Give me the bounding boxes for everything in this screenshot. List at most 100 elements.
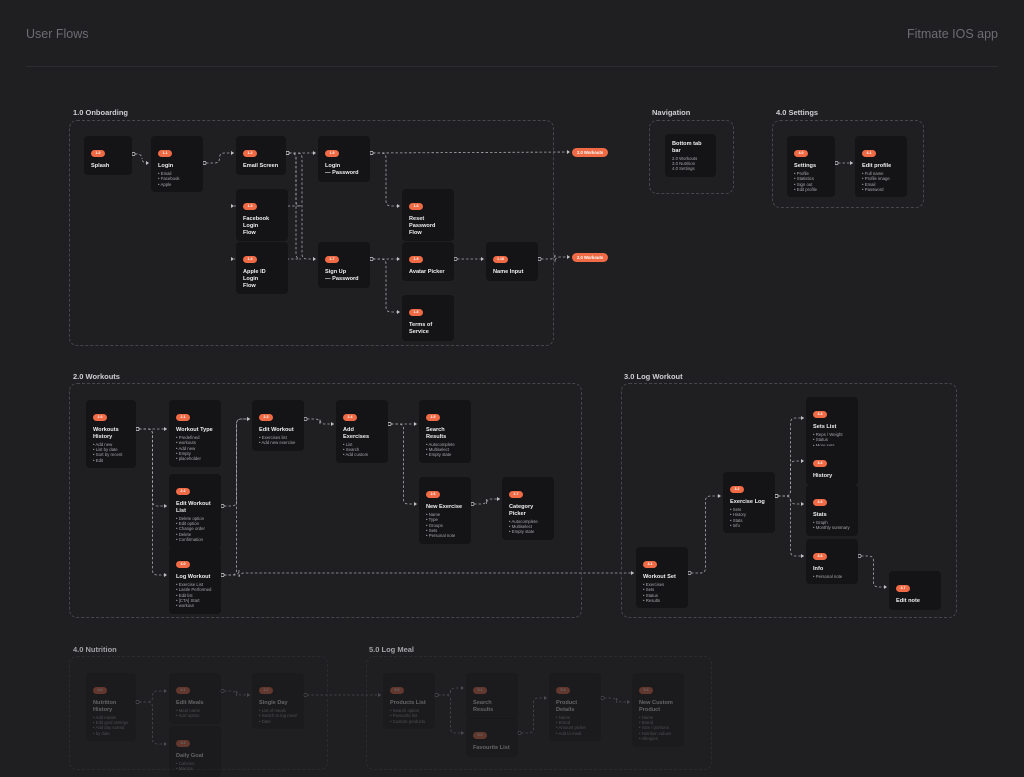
screen-title: Workout Set bbox=[643, 574, 676, 580]
screen-title: Login bbox=[158, 163, 174, 169]
screen-number-badge: 5.0 bbox=[390, 687, 404, 694]
screen-item: 3.0 Nutrition bbox=[672, 161, 696, 166]
screen-number-badge: 3.6 bbox=[813, 553, 827, 560]
link-pill-workouts[interactable]: 2.0 Workouts bbox=[572, 253, 609, 262]
screen-items: • Full name• Profile image• Email• Passw… bbox=[862, 171, 900, 193]
screen-items: • Add meals• Edit goal settings• Add day… bbox=[93, 715, 129, 737]
screen-items: • List of meals• Switch to log meal• Dat… bbox=[259, 708, 297, 724]
link-pill-workouts[interactable]: 2.0 Workouts bbox=[572, 148, 609, 157]
screen-item: • workouts bbox=[176, 440, 196, 446]
screen-title: Search Results bbox=[473, 700, 494, 713]
screen-item: • List of meals bbox=[259, 707, 286, 713]
screen-title: Nutrition History bbox=[93, 700, 117, 713]
screen-number-badge: 1.10 bbox=[493, 256, 508, 263]
screen-items: • Exercises• Sets• Status• Results bbox=[643, 582, 681, 604]
screen-number-badge: 2.7 bbox=[509, 491, 523, 498]
screen-item: • Name bbox=[639, 714, 654, 720]
screen-title: Stats bbox=[813, 512, 827, 518]
screen-number-badge: 3.2 bbox=[730, 486, 744, 493]
screen-number-badge: 2.3 bbox=[259, 414, 273, 421]
screen-item: • Empty state bbox=[509, 529, 535, 535]
screen-number-badge: 1.6 bbox=[409, 203, 423, 210]
screen-title: Sign Up — Password bbox=[325, 269, 359, 282]
screen-item: • Multiselect bbox=[509, 524, 532, 529]
screen-number-badge: 2.1 bbox=[176, 414, 190, 421]
screen-item: • Delete bbox=[176, 531, 192, 537]
arrowhead bbox=[567, 150, 570, 154]
screen-item: • Delete option bbox=[176, 515, 205, 521]
screen-title: Bottom tab bar bbox=[672, 141, 702, 154]
screen-title: Workouts History bbox=[93, 427, 119, 440]
screen-number-badge: 3.5 bbox=[813, 499, 827, 506]
screen-number-badge: 5.4 bbox=[639, 687, 653, 694]
screen-number-badge: 3.4 bbox=[813, 460, 827, 467]
screen-item: • List bbox=[343, 441, 353, 447]
screen-item: • Autocomplete bbox=[509, 518, 538, 524]
screen-item: • Sets bbox=[426, 528, 438, 534]
screen-number-badge: 1.3 bbox=[243, 203, 257, 210]
screen-items: • Delete option• Edit option• Change ord… bbox=[176, 516, 214, 543]
screen-item: • Sort by recent bbox=[93, 452, 123, 458]
screen-title: Edit profile bbox=[862, 163, 892, 169]
screen-number-badge: 4.1 bbox=[176, 687, 190, 694]
screen-item: • Confirmation bbox=[176, 537, 204, 543]
screen-title: Category Picker bbox=[509, 504, 534, 517]
screen-items: • Exercises list• Add new exercise bbox=[259, 435, 297, 446]
screen-item: • Brand bbox=[639, 720, 654, 725]
screen-item: • Statistics bbox=[794, 176, 814, 182]
screen-item: • Full name bbox=[862, 170, 884, 176]
screen-item: • Name bbox=[556, 714, 571, 720]
screen-item: • Meal name bbox=[176, 707, 200, 713]
screen-item: • Profile image bbox=[862, 176, 890, 182]
screen-item: • Brand bbox=[556, 720, 571, 725]
screen-title: Daily Goal bbox=[176, 753, 204, 759]
screen-item: • Calories bbox=[176, 760, 195, 766]
screen-item: • Date bbox=[259, 718, 271, 724]
screen-item: • Reps / Weight bbox=[813, 431, 843, 437]
screen-item: • Info bbox=[730, 523, 740, 529]
screen-title: Name Input bbox=[493, 269, 524, 275]
screen-item: • More sets bbox=[813, 443, 851, 448]
screen-title: Product Details bbox=[556, 700, 578, 713]
screen-item: • Exercises list bbox=[259, 434, 287, 440]
